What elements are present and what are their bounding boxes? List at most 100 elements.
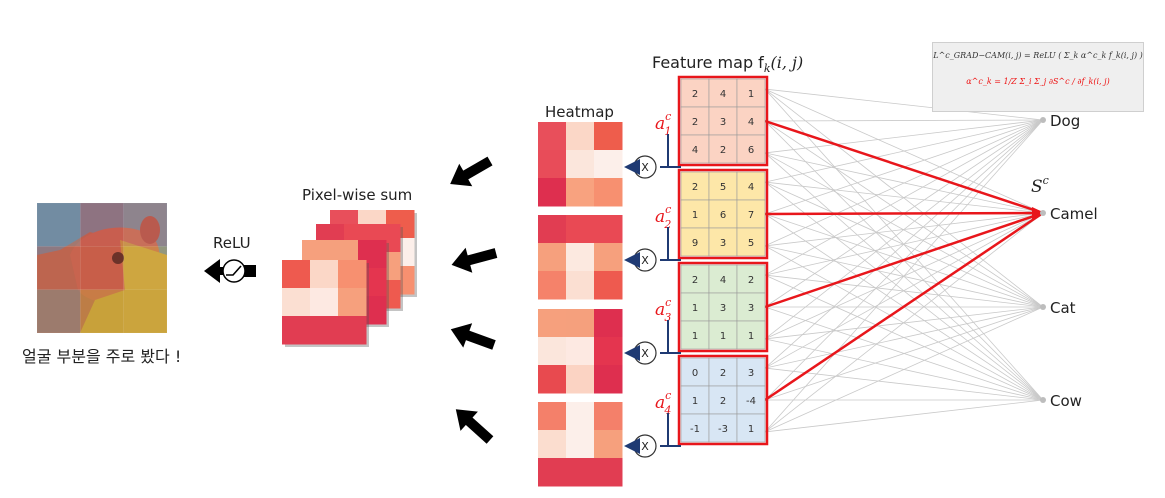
heatmap-cell xyxy=(594,178,623,207)
feature-value: 4 xyxy=(692,145,698,156)
feature-cell xyxy=(680,385,710,415)
camel-line xyxy=(764,119,1044,215)
fc-line xyxy=(764,119,1044,276)
feature-value: 4 xyxy=(748,182,754,193)
feature-value: 6 xyxy=(748,145,754,156)
heatmap-cell xyxy=(594,215,623,244)
feature-value: 0 xyxy=(692,368,698,379)
heatmap-1 xyxy=(538,122,623,207)
feature-value: 5 xyxy=(720,182,726,193)
fc-line xyxy=(764,119,1044,340)
feature-cell xyxy=(708,320,738,350)
feature-value: 2 xyxy=(692,89,698,100)
feature-cell xyxy=(680,292,710,322)
stack-cell xyxy=(310,260,339,289)
input-image xyxy=(36,202,168,334)
heatmap-cell xyxy=(594,122,623,151)
fc-line xyxy=(764,119,1044,122)
feature-value: 1 xyxy=(748,331,754,342)
feature-cell xyxy=(708,106,738,136)
relu-label: ReLU xyxy=(213,234,251,252)
heatmap-cell xyxy=(538,337,567,366)
feature-value: 1 xyxy=(720,331,726,342)
feature-cell xyxy=(736,227,766,257)
fc-line xyxy=(764,306,1044,369)
overlay-cell xyxy=(36,289,81,334)
multiply-connector-2: X xyxy=(624,227,681,272)
heatmap-cell xyxy=(566,309,595,338)
feature-cell xyxy=(736,357,766,387)
fc-line xyxy=(764,88,1044,121)
feature-cell xyxy=(736,106,766,136)
heatmap-cell xyxy=(538,309,567,338)
feature-cell xyxy=(680,134,710,164)
feature-cell xyxy=(736,320,766,350)
overlay-cell xyxy=(36,246,81,290)
camel-weight-lines xyxy=(764,119,1045,402)
feature-cell xyxy=(680,171,710,201)
class-node xyxy=(1040,117,1046,123)
stack-cell xyxy=(282,316,311,345)
feature-value: 1 xyxy=(692,210,698,221)
feature-value: 2 xyxy=(692,182,698,193)
feature-value: -3 xyxy=(718,424,728,435)
stack-cell xyxy=(338,260,367,289)
animal-eye xyxy=(112,252,124,264)
heatmap-cell xyxy=(538,458,567,487)
heatmap-cell xyxy=(538,215,567,244)
feature-value: 1 xyxy=(692,396,698,407)
feature-cell xyxy=(736,134,766,164)
heatmap-cell xyxy=(538,122,567,151)
heatmap-cell xyxy=(566,215,595,244)
heatmap-2 xyxy=(538,215,623,300)
fc-line xyxy=(764,119,1044,369)
heatmap-cell xyxy=(566,365,595,394)
feature-cell xyxy=(708,134,738,164)
heatmap-cell xyxy=(538,178,567,207)
fc-line xyxy=(764,306,1044,401)
feature-value: 3 xyxy=(720,117,726,128)
heatmap-cell xyxy=(538,243,567,272)
heatmap-cell xyxy=(566,402,595,431)
feature-cell xyxy=(680,106,710,136)
stack-cell xyxy=(310,316,339,345)
feature-value: 9 xyxy=(692,238,698,249)
feature-cell xyxy=(708,199,738,229)
feature-cell xyxy=(680,264,710,294)
overlay-cell xyxy=(80,246,124,290)
stack-cell xyxy=(338,288,367,317)
feature-value: 3 xyxy=(748,368,754,379)
heatmap-cell xyxy=(594,458,623,487)
feature-value: 4 xyxy=(720,89,726,100)
feature-value: 1 xyxy=(748,89,754,100)
relu-icon xyxy=(222,259,246,283)
feature-value: 5 xyxy=(748,238,754,249)
heatmap-cell xyxy=(594,365,623,394)
feature-cell xyxy=(736,292,766,322)
feature-value: 1 xyxy=(748,424,754,435)
fc-line xyxy=(764,88,1044,308)
caption-text: 얼굴 부분을 주로 봤다 ! xyxy=(22,347,181,366)
heatmap-cell xyxy=(594,309,623,338)
class-label-cat: Cat xyxy=(1050,299,1076,317)
fc-line xyxy=(764,212,1044,369)
heatmap-cell xyxy=(566,458,595,487)
heatmap-cell xyxy=(538,402,567,431)
fc-line xyxy=(764,367,1044,401)
multiply-symbol: X xyxy=(641,347,649,360)
feature-value: 2 xyxy=(720,396,726,407)
feature-cell xyxy=(680,413,710,443)
overlay-cell xyxy=(123,289,168,334)
feature-cell xyxy=(736,264,766,294)
fc-line xyxy=(764,119,1044,154)
stack-cell xyxy=(282,288,311,317)
